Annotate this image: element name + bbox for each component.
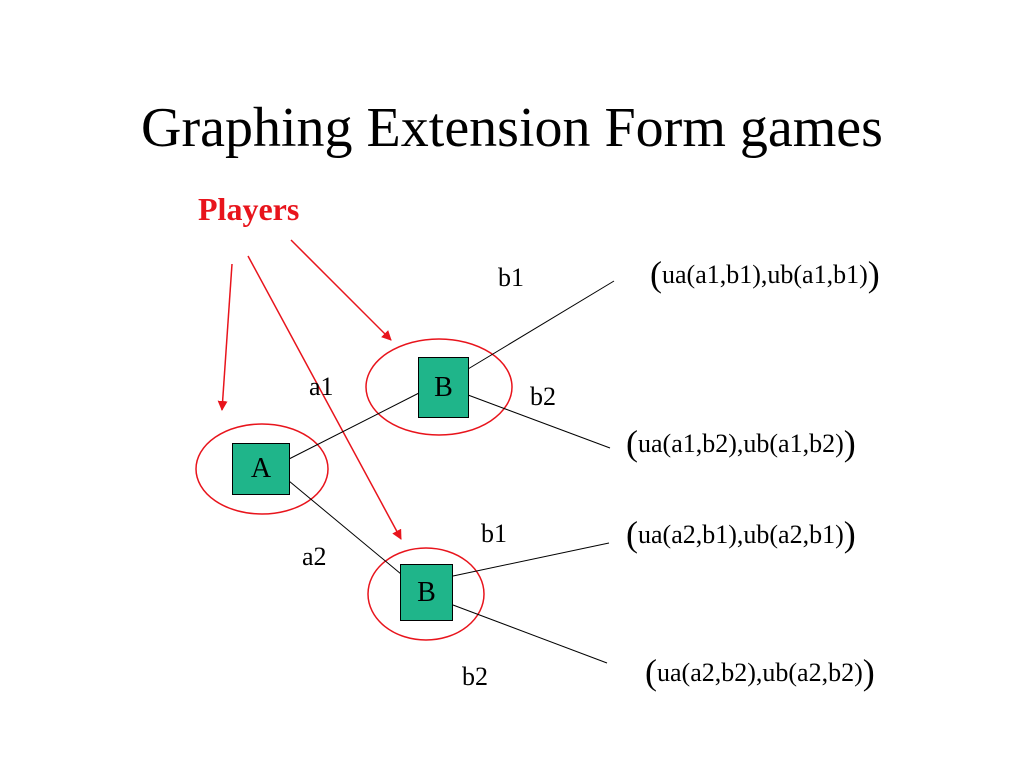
close-paren: ): [843, 423, 856, 463]
edge-bottom-b2: [452, 604, 608, 664]
open-paren: (: [626, 423, 638, 463]
action-label-top-b2: b2: [530, 382, 556, 411]
players-label: Players: [198, 191, 300, 227]
payoff-text: ua(a1,b1),ub(a1,b1): [662, 260, 868, 289]
payoff-text: ua(a2,b2),ub(a2,b2): [657, 658, 863, 687]
edge-top-b2: [467, 394, 611, 449]
open-paren: (: [645, 652, 657, 692]
payoff-a1-b2: (ua(a1,b2),ub(a1,b2)): [626, 422, 856, 464]
arrow-to-a: [217, 263, 233, 411]
edge-top-b1: [467, 280, 615, 370]
arrow-to-b-top: [290, 239, 392, 341]
payoff-a2-b2: (ua(a2,b2),ub(a2,b2)): [645, 651, 875, 693]
action-label-a1: a1: [309, 372, 334, 401]
action-label-top-b1: b1: [498, 263, 524, 292]
payoff-text: ua(a1,b2),ub(a1,b2): [638, 429, 844, 458]
node-player-b-top: B: [418, 357, 469, 418]
payoff-text: ua(a2,b1),ub(a2,b1): [638, 520, 844, 549]
edge-a1: [288, 392, 420, 460]
node-player-a: A: [232, 443, 290, 495]
action-label-bottom-b2: b2: [462, 662, 488, 691]
edge-a2: [288, 480, 402, 575]
action-label-bottom-b1: b1: [481, 519, 507, 548]
action-label-a2: a2: [302, 542, 327, 571]
close-paren: ): [867, 254, 880, 294]
player-b-bottom-ellipse: [367, 547, 485, 641]
node-player-b-bottom: B: [400, 564, 453, 621]
close-paren: ): [862, 652, 875, 692]
payoff-a1-b1: (ua(a1,b1),ub(a1,b1)): [650, 253, 880, 295]
payoff-a2-b1: (ua(a2,b1),ub(a2,b1)): [626, 513, 856, 555]
player-b-top-ellipse: [365, 338, 513, 436]
slide-title: Graphing Extension Form games: [141, 97, 883, 159]
open-paren: (: [650, 254, 662, 294]
player-a-ellipse: [195, 423, 329, 515]
close-paren: ): [843, 514, 856, 554]
arrow-to-b-bottom: [247, 255, 402, 540]
open-paren: (: [626, 514, 638, 554]
edge-bottom-b1: [452, 542, 610, 577]
